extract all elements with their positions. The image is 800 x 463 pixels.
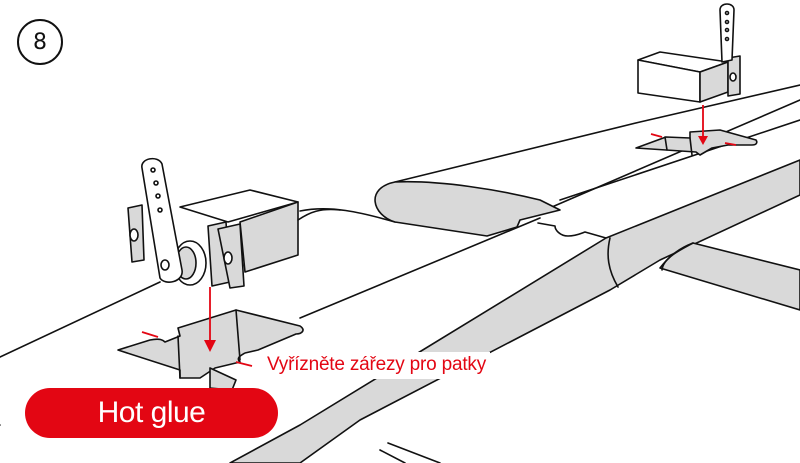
fuselage-notch bbox=[537, 222, 607, 239]
cut-marker-2 bbox=[235, 361, 253, 367]
servo-right-horn bbox=[719, 3, 735, 63]
wing-front-upper-right bbox=[559, 119, 800, 201]
wing-leading-edge-left bbox=[0, 281, 161, 358]
arrow-left-head bbox=[204, 340, 216, 352]
hot-glue-badge: Hot glue bbox=[25, 388, 278, 438]
servo-left-horn bbox=[141, 157, 183, 283]
wing-top-line bbox=[394, 84, 800, 183]
stabilizer bbox=[659, 242, 800, 311]
cut-marker-3 bbox=[650, 133, 663, 138]
stabilizer-seam bbox=[661, 242, 694, 271]
fuselage-bottom-rail-1 bbox=[387, 442, 441, 463]
wing-edge-lower bbox=[299, 217, 541, 319]
cutout-right-edge-1 bbox=[664, 136, 668, 151]
servo-left-mount-hole bbox=[223, 251, 233, 265]
step-number: 8 bbox=[33, 29, 47, 55]
servo-left-cable bbox=[297, 208, 341, 221]
cutout-right-edge-2 bbox=[689, 137, 693, 156]
cutout-inner-edge-right bbox=[235, 309, 241, 361]
wing-leading-edge-right bbox=[299, 208, 396, 223]
servo-left-case-side bbox=[239, 201, 299, 273]
cutout-tab bbox=[209, 367, 237, 391]
fuselage-seam bbox=[607, 237, 619, 288]
cut-notches-callout: Vyřízněte zářezy pro patky bbox=[264, 352, 491, 379]
step-number-badge: 8 bbox=[17, 19, 63, 65]
cut-marker-1 bbox=[141, 331, 159, 338]
arrow-right-head bbox=[698, 136, 708, 145]
wing-tip-panel bbox=[374, 180, 561, 237]
servo-left-ear-hole bbox=[129, 228, 139, 242]
cut-marker-4 bbox=[724, 142, 737, 146]
hot-glue-label: Hot glue bbox=[97, 396, 206, 429]
cutout-inner-edge-left bbox=[177, 335, 181, 379]
fuselage-bottom-rail-2 bbox=[379, 449, 406, 463]
servo-cutout-right bbox=[635, 129, 758, 156]
